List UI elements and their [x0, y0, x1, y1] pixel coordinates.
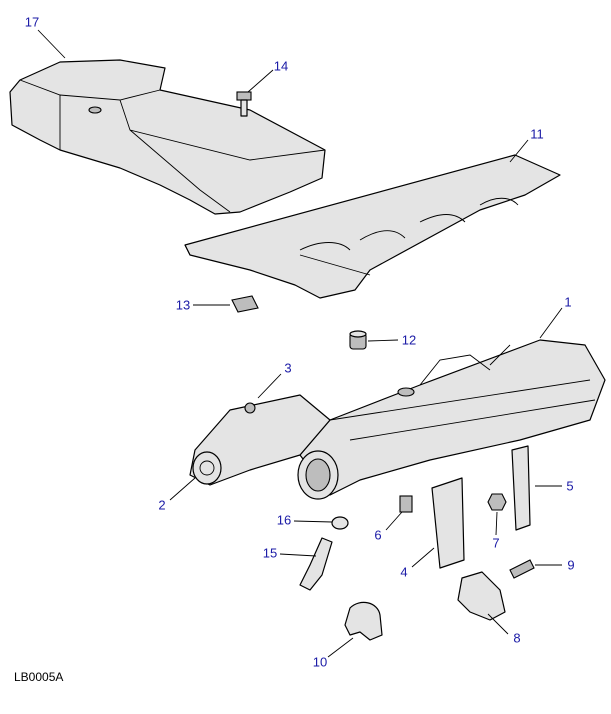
sensor-part — [299, 537, 333, 591]
gasket-part — [192, 451, 222, 485]
callout-1[interactable]: 1 — [564, 294, 572, 310]
callout-16[interactable]: 16 — [276, 512, 292, 528]
callout-4[interactable]: 4 — [400, 564, 408, 580]
bolt-part-6 — [399, 495, 413, 513]
grommet-part — [349, 330, 367, 350]
callout-11[interactable]: 11 — [530, 126, 544, 142]
callout-7[interactable]: 7 — [492, 535, 500, 551]
callout-13[interactable]: 13 — [175, 297, 191, 313]
heat-shield-part — [184, 154, 561, 299]
callout-14[interactable]: 14 — [273, 58, 289, 74]
engine-cover-part — [9, 59, 326, 215]
bracket-part-5 — [511, 445, 531, 531]
callout-15[interactable]: 15 — [262, 545, 278, 561]
clip-part — [231, 295, 259, 313]
callout-17[interactable]: 17 — [24, 14, 40, 30]
callout-5[interactable]: 5 — [566, 478, 574, 494]
bolt-part — [236, 91, 252, 117]
clamp-part — [344, 601, 383, 641]
bracket-part-4 — [431, 477, 465, 569]
intake-manifold-part — [189, 339, 606, 500]
callout-9[interactable]: 9 — [567, 557, 575, 573]
callout-6[interactable]: 6 — [374, 527, 382, 543]
bolt-part-9 — [509, 559, 535, 579]
nut-part-7 — [487, 493, 507, 511]
callout-10[interactable]: 10 — [312, 654, 328, 670]
diagram-reference-code: LB0005A — [14, 670, 64, 684]
callout-2[interactable]: 2 — [158, 497, 166, 513]
nut-part — [244, 402, 256, 414]
leader-lines — [37, 29, 563, 658]
callout-8[interactable]: 8 — [513, 630, 521, 646]
callout-3[interactable]: 3 — [284, 360, 292, 376]
mount-part — [457, 571, 506, 621]
callout-12[interactable]: 12 — [401, 332, 417, 348]
o-ring-part — [331, 516, 349, 530]
